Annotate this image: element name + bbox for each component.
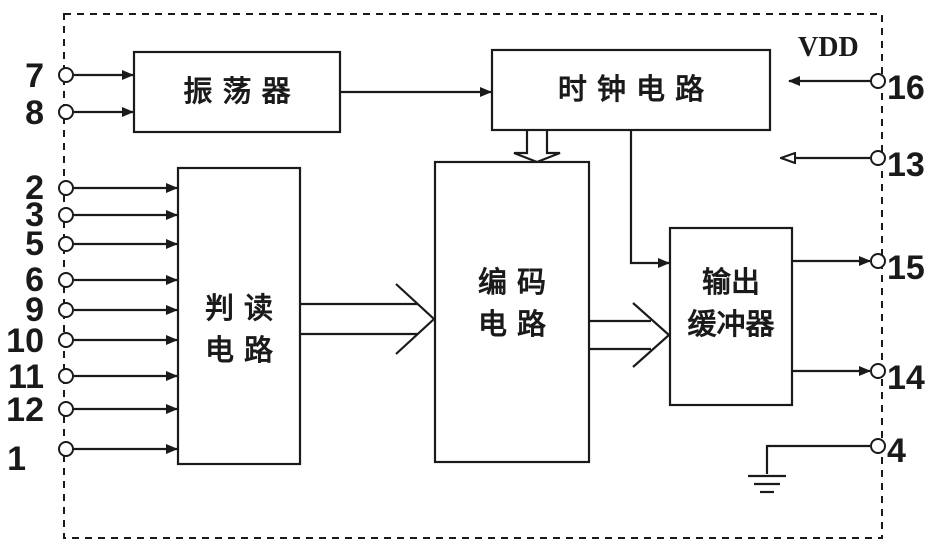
pin-label-8: 8 [25, 94, 44, 132]
pin-label-3: 3 [25, 196, 44, 234]
pin-label-11: 11 [8, 358, 44, 396]
pin-label-15: 15 [887, 249, 925, 287]
pin3-terminal [58, 207, 74, 223]
pin15-terminal [870, 253, 886, 269]
ground-icon [748, 444, 870, 494]
output-buffer-label-2: 缓冲器 [687, 307, 775, 341]
read-circuit-label-1: 判 读 [205, 291, 273, 325]
pin-label-9: 9 [25, 291, 44, 329]
read-circuit-block: 判 读 电 路 [176, 166, 302, 466]
encoder-to-buffer-bus-head [632, 302, 671, 368]
pin-label-12: 12 [6, 391, 44, 429]
pin14-terminal [870, 363, 886, 379]
pin-terminals [58, 67, 886, 457]
pin-label-16: 16 [887, 69, 925, 107]
pin5-terminal [58, 236, 74, 252]
output-buffer-label-1: 输出 [702, 265, 760, 299]
pin10-terminal [58, 332, 74, 348]
pin-label-4: 4 [887, 432, 906, 470]
clock-circuit-label: 时 钟 电 路 [558, 72, 705, 106]
oscillator-label: 振 荡 器 [183, 74, 291, 108]
pin7-terminal [58, 67, 74, 83]
encoder-circuit-block: 编 码 电 路 [433, 160, 591, 464]
pin4-terminal [870, 438, 886, 454]
encoder-circuit-label-1: 编 码 [478, 265, 546, 299]
clock-to-buffer-arrow [629, 130, 670, 268]
vdd-label: VDD [798, 32, 859, 63]
encoder-circuit-label-2: 电 路 [478, 307, 547, 341]
oscillator-block: 振 荡 器 [132, 50, 342, 134]
pin-label-2: 2 [25, 169, 44, 207]
pin9-terminal [58, 302, 74, 318]
pin1-terminal [58, 441, 74, 457]
pin8-terminal [58, 104, 74, 120]
read-to-encoder-bus-head [395, 283, 436, 355]
pin6-terminal [58, 272, 74, 288]
pin16-terminal [870, 73, 886, 89]
pin-label-13: 13 [887, 146, 925, 184]
clock-to-encoder-bus-arrow [513, 130, 561, 164]
pin2-terminal [58, 180, 74, 196]
pin-label-5: 5 [25, 225, 44, 263]
pin13-terminal [870, 150, 886, 166]
pin11-terminal [58, 368, 74, 384]
pin-label-10: 10 [6, 322, 44, 360]
clock-circuit-block: 时 钟 电 路 [490, 48, 772, 132]
pin-label-14: 14 [887, 359, 925, 397]
read-circuit-label-2: 电 路 [205, 333, 274, 367]
pin12-terminal [58, 401, 74, 417]
pin-label-6: 6 [25, 261, 44, 299]
output-buffer-block: 输出 缓冲器 [668, 226, 794, 407]
pin-label-7: 7 [25, 57, 44, 95]
pin-label-1: 1 [7, 440, 26, 478]
